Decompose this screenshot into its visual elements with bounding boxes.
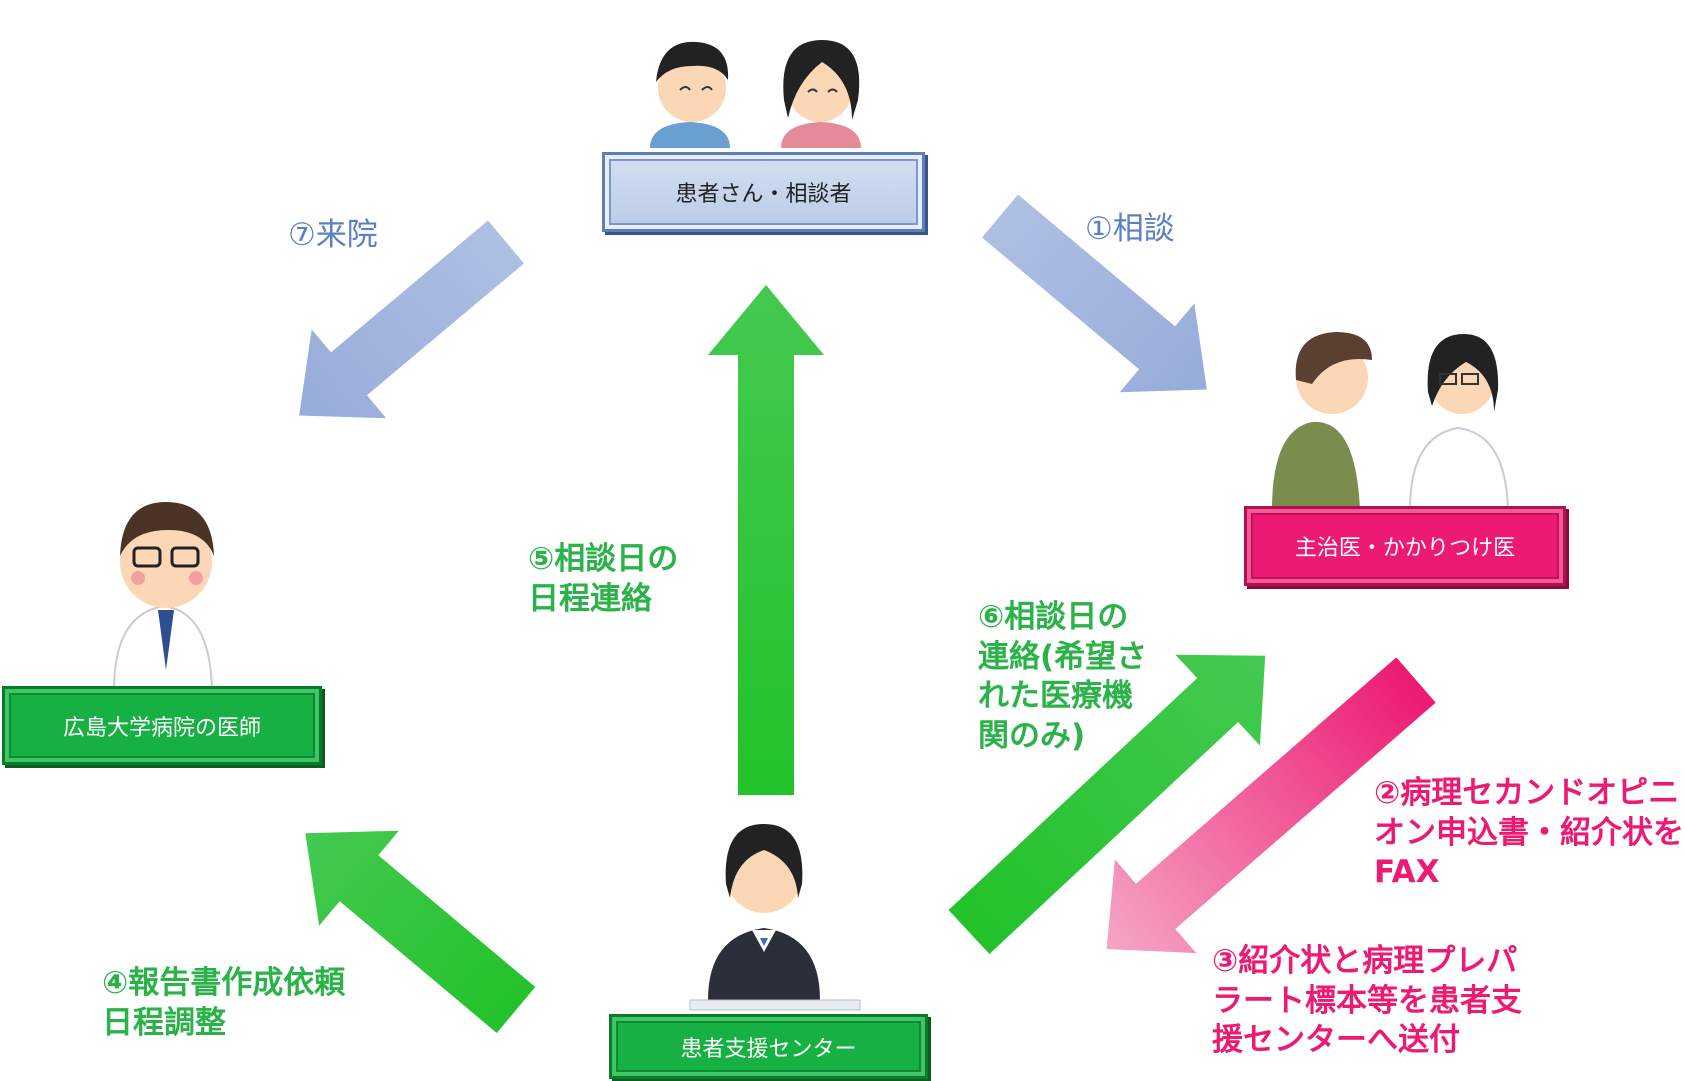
university-doctor-illustration [112, 502, 214, 691]
step1-text: ①相談 [1085, 211, 1175, 247]
university-doctor-node: 広島大学病院の医師 [2, 686, 322, 765]
primary-doctor-node: 主治医・かかりつけ医 [1244, 506, 1566, 586]
step6-line: ⑥相談日の [978, 599, 1129, 635]
receptionist-illustration [689, 824, 861, 1011]
primary-doctor-node-label: 主治医・かかりつけ医 [1294, 536, 1516, 561]
step3-line: ラート標本等を患者支 [1212, 982, 1522, 1019]
arrow-step6 [948, 654, 1266, 954]
step7-text: ⑦来院 [288, 217, 378, 253]
step7-label: ⑦来院 [288, 216, 378, 256]
arrow-step5 [708, 285, 824, 795]
step2-line: ②病理セカンドオピニ [1374, 775, 1680, 811]
university-doctor-node-label: 広島大学病院の医師 [62, 715, 261, 741]
step3-label: ③紹介状と病理プレパ ラート標本等を患者支 援センターへ送付 [1212, 942, 1522, 1061]
step4-line: ④報告書作成依頼 [102, 965, 346, 1001]
step1-label: ①相談 [1085, 210, 1175, 250]
support-center-node: 患者支援センター [609, 1014, 928, 1079]
step6-line: れた医療機 [978, 678, 1133, 715]
support-center-node-label: 患者支援センター [680, 1036, 857, 1062]
patient-node-label: 患者さん・相談者 [675, 182, 852, 207]
step6-label: ⑥相談日の 連絡(希望さ れた医療機 関のみ) [978, 598, 1147, 757]
step5-label: ⑤相談日の 日程連絡 [528, 540, 678, 619]
step6-line: 関のみ) [978, 718, 1086, 755]
arrow-step2-3 [1106, 657, 1436, 954]
step2-line: FAX [1374, 854, 1440, 891]
step4-label: ④報告書作成依頼 日程調整 [102, 964, 345, 1043]
step3-line: ③紹介状と病理プレパ [1212, 943, 1518, 979]
step3-line: 援センターへ送付 [1212, 1022, 1460, 1059]
step5-line: 日程連絡 [528, 580, 652, 617]
step6-line: 連絡(希望さ [978, 638, 1148, 675]
arrow-step1 [982, 194, 1207, 393]
patient-node: 患者さん・相談者 [602, 152, 925, 232]
step4-line: 日程調整 [102, 1004, 226, 1041]
doctor-consultation-illustration [1272, 332, 1510, 511]
step2-label: ②病理セカンドオピニ オン申込書・紹介状を FAX [1374, 774, 1684, 893]
arrow-step7 [299, 220, 524, 419]
patient-couple-illustration [650, 40, 861, 148]
arrow-step4 [305, 830, 536, 1033]
step5-line: ⑤相談日の [528, 541, 679, 577]
step2-line: オン申込書・紹介状を [1374, 814, 1684, 851]
